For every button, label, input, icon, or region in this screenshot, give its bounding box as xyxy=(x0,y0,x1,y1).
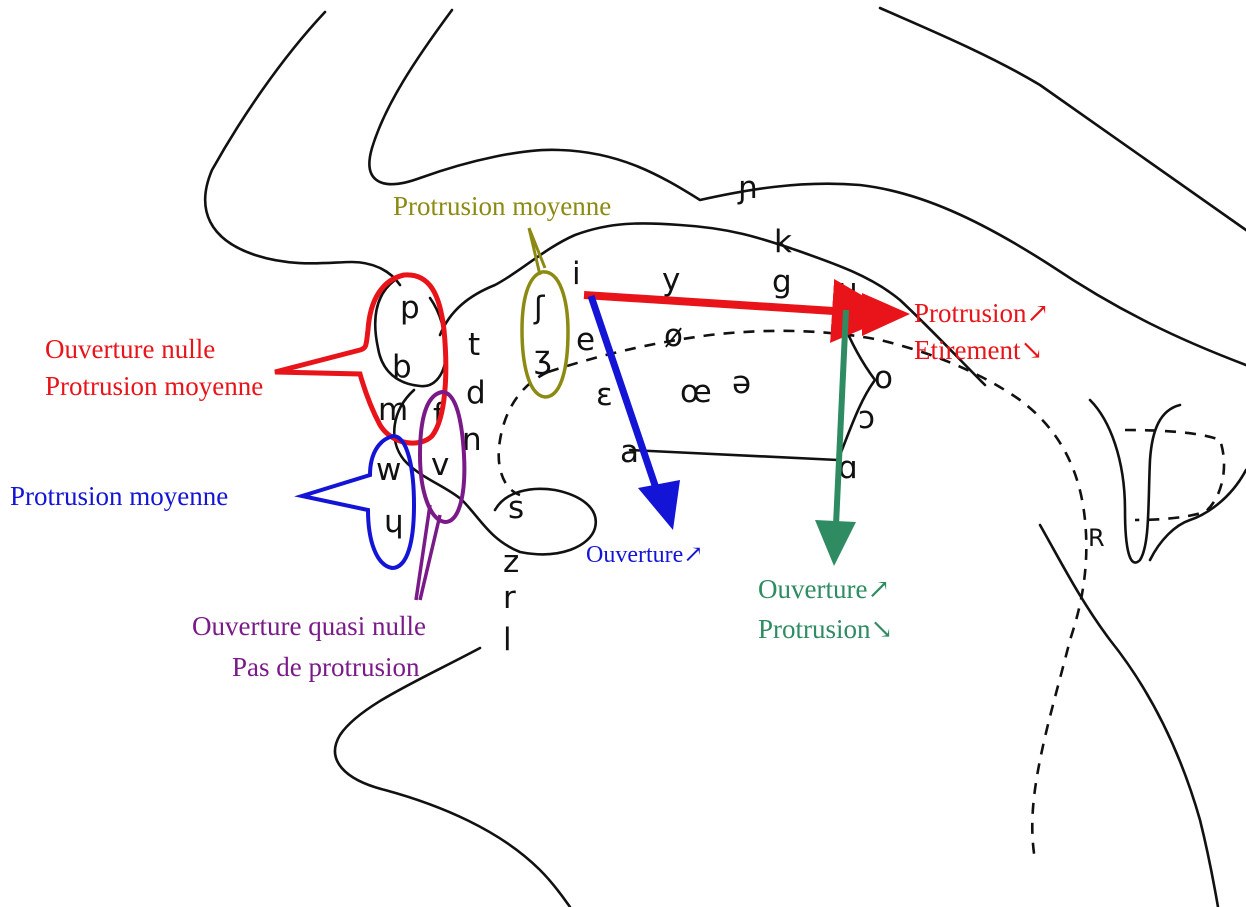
phoneme-ezh: ʒ xyxy=(534,340,552,376)
label-labiodental-line1: Ouverture quasi nulle xyxy=(192,611,426,641)
phoneme-o-slash: ø xyxy=(664,318,683,354)
phoneme-r: r xyxy=(503,580,516,616)
label-rounding-line1: Protrusion↗ xyxy=(914,298,1049,328)
phoneme-m: m xyxy=(378,392,408,428)
olive-callout-line xyxy=(529,228,545,275)
label-postalveolar: Protrusion moyenne xyxy=(393,191,611,221)
phoneme-b: b xyxy=(392,349,412,385)
phoneme-z: z xyxy=(503,544,519,580)
label-back-vowel-line1: Ouverture↗ xyxy=(758,574,890,604)
phoneme-palatal-n: ɲ xyxy=(737,170,758,206)
phoneme-y: y xyxy=(662,262,680,298)
vocal-tract-outline xyxy=(205,8,1246,907)
phoneme-open-e: ɛ xyxy=(596,377,613,413)
back-of-head xyxy=(880,8,1246,230)
phoneme-schwa: ə xyxy=(732,365,751,401)
phoneme-s: s xyxy=(508,490,524,526)
label-front-vowel-arrow: Ouverture↗ xyxy=(586,542,703,568)
red-lip-callout-outline xyxy=(275,275,446,443)
phoneme-d: d xyxy=(466,375,486,411)
phoneme-l: l xyxy=(503,622,512,658)
green-arrowhead xyxy=(815,520,856,566)
label-lips-top-line2: Protrusion moyenne xyxy=(45,371,263,401)
phoneme-k: k xyxy=(774,224,792,260)
phoneme-g: g xyxy=(772,264,792,300)
phoneme-uvular-r: R xyxy=(1088,524,1105,552)
phoneme-v: v xyxy=(431,447,449,483)
label-back-vowel-line2: Protrusion↘ xyxy=(758,614,893,644)
green-opening-arrow xyxy=(836,310,846,525)
phoneme-o: o xyxy=(874,360,893,396)
red-arrowhead xyxy=(862,293,910,336)
red-rounding-arrow xyxy=(584,295,880,314)
label-lips-bottom: Protrusion moyenne xyxy=(10,481,228,511)
olive-postalveolar-ellipse xyxy=(522,272,568,397)
red-lip-group xyxy=(275,275,446,443)
pharynx-wall-front xyxy=(1040,525,1218,907)
label-rounding-line2: Etirement↘ xyxy=(914,335,1043,365)
phoneme-oe: œ xyxy=(680,374,712,410)
annotation-labels: Ouverture nulle Protrusion moyenne Protr… xyxy=(10,191,1049,682)
phoneme-open-o: ɔ xyxy=(858,400,875,436)
phoneme-t: t xyxy=(468,327,480,363)
phoneme-u: u xyxy=(838,272,858,308)
jaw-and-neck xyxy=(335,648,570,907)
label-labiodental-line2: Pas de protrusion xyxy=(232,652,420,682)
phoneme-esh: ʃ xyxy=(533,290,545,326)
phoneme-i: i xyxy=(572,256,581,292)
label-lips-top-line1: Ouverture nulle xyxy=(45,334,215,364)
tongue-tip-contour xyxy=(499,372,548,495)
phoneme-p: p xyxy=(400,290,420,326)
phoneme-e: e xyxy=(576,322,595,358)
phoneme-turned-h: ɥ xyxy=(384,504,404,540)
phoneme-labels: p b m w ɥ f v t d n s z r l ʃ ʒ i e ɛ a … xyxy=(376,170,1105,658)
phoneme-w: w xyxy=(376,452,401,488)
blue-arrowhead xyxy=(638,480,680,530)
velum-contour xyxy=(1125,430,1224,520)
